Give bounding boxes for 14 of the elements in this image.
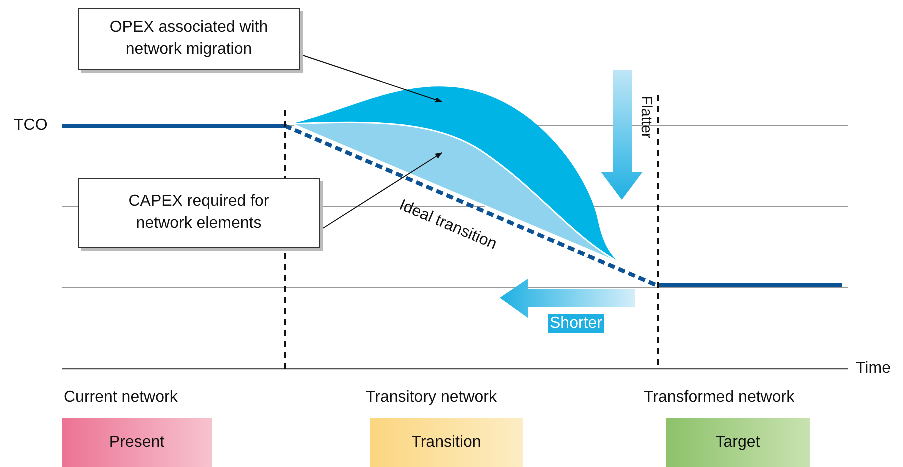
phase-label: Transitory network	[366, 388, 497, 408]
axis-label: TCO	[14, 116, 48, 136]
callout-box: OPEX associated with network migration	[78, 8, 300, 70]
phase-box: Target	[666, 418, 810, 467]
phase-box: Transition	[370, 418, 523, 467]
phase-label: Current network	[64, 388, 178, 408]
cost-area	[291, 86, 623, 265]
arrow-label: Flatter	[637, 96, 655, 139]
cost-area	[291, 122, 623, 265]
phase-label: Transformed network	[644, 388, 795, 408]
axis-label: Time	[856, 359, 891, 378]
callout-box: CAPEX required for network elements	[78, 178, 320, 248]
arrow-label: Shorter	[548, 314, 604, 334]
phase-box: Present	[62, 418, 212, 467]
